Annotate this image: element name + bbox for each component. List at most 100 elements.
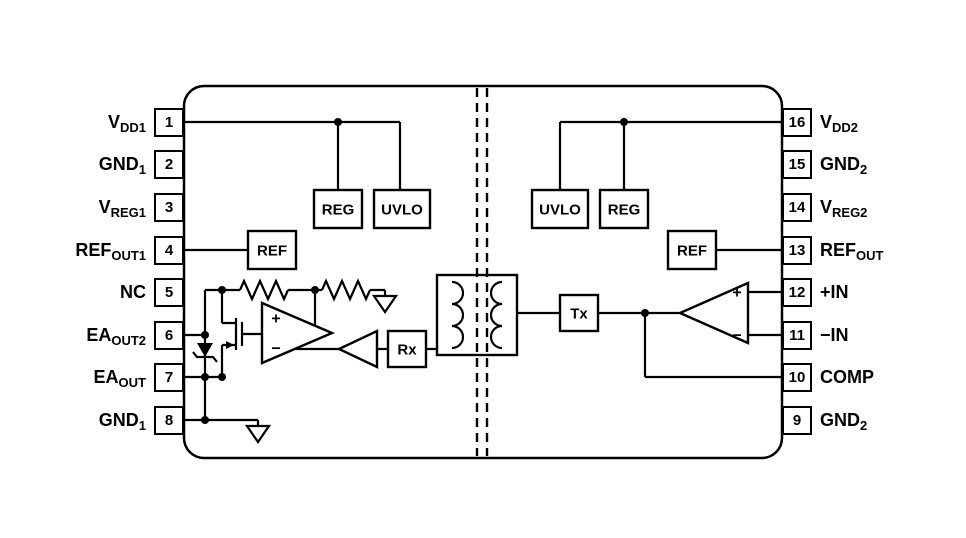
pin-label-refout: REFOUT (820, 237, 883, 269)
label-sub: REG1 (110, 205, 146, 220)
label-base: GND (98, 154, 139, 174)
pin-number: 9 (792, 412, 802, 429)
plus-sign-right: + (732, 285, 741, 302)
feedback-resistors (238, 278, 372, 302)
label-sub: 1 (138, 418, 146, 433)
label-sub: 2 (860, 162, 868, 177)
label-base: −IN (820, 325, 849, 345)
label-base: V (820, 197, 833, 217)
pin-box-4: 4 (154, 236, 184, 265)
ref-left-label: REF (257, 243, 287, 260)
label-sub: DD1 (119, 120, 146, 135)
uvlo-left-label: UVLO (381, 202, 423, 219)
pin-number: 13 (788, 242, 806, 259)
label-base: V (107, 112, 120, 132)
pin-label-gnd2a: GND2 (820, 151, 867, 183)
pin-box-6: 6 (154, 321, 184, 350)
reg-left-block (312, 188, 364, 230)
label-base: NC (120, 282, 146, 302)
pin-label-eaout2: EAOUT2 (86, 322, 146, 354)
pin-box-15: 15 (782, 150, 812, 179)
uvlo-left-block (372, 188, 432, 230)
pin-label-comp: COMP (820, 364, 874, 396)
reg-right-label: REG (608, 202, 641, 219)
label-base: V (98, 197, 111, 217)
transformer (435, 273, 519, 357)
label-base: GND (820, 410, 860, 430)
function-blocks (246, 188, 718, 369)
pin-box-11: 11 (782, 321, 812, 350)
secondary-winding (489, 280, 503, 350)
junction-dots (201, 118, 649, 424)
pin-number: 11 (789, 327, 805, 344)
pin-number: 6 (164, 327, 174, 344)
rx-block (386, 329, 428, 369)
resistor-1 (238, 278, 290, 302)
pin-number: 14 (788, 199, 806, 216)
pin-number: 12 (788, 284, 806, 301)
pin-number: 7 (164, 369, 174, 386)
pin-label-vdd1: VDD1 (108, 109, 146, 141)
pin-number: 15 (788, 156, 806, 173)
pin-label-vreg1: VREG1 (99, 194, 146, 226)
zener-diode (192, 343, 218, 363)
label-sub: 1 (138, 162, 146, 177)
mosfet-wires (220, 290, 262, 377)
label-base: GND (98, 410, 139, 430)
input-amp-right (677, 281, 750, 345)
ref-right-label: REF (677, 243, 707, 260)
tx-block (558, 293, 600, 333)
vdd2-wire (558, 120, 782, 190)
label-sub: OUT1 (111, 248, 146, 263)
mosfet-arrow (226, 341, 234, 349)
pin-box-13: 13 (782, 236, 812, 265)
minus-sign-right: − (732, 328, 741, 345)
uvlo-right-block (530, 188, 590, 230)
uvlo-right-label: UVLO (539, 202, 581, 219)
pin-box-10: 10 (782, 363, 812, 392)
pin-number: 10 (788, 369, 806, 386)
input-wires (748, 290, 782, 337)
pin-label-gnd1a: GND1 (99, 151, 146, 183)
vdd1-wire (184, 120, 402, 190)
label-sub: REG2 (832, 205, 868, 220)
pin-box-9: 9 (782, 406, 812, 435)
pin-label-refout1: REFOUT1 (75, 237, 146, 269)
label-base: +IN (820, 282, 849, 302)
rx-buffer (336, 329, 379, 369)
pin-box-3: 3 (154, 193, 184, 222)
pin-number: 4 (164, 242, 174, 259)
rx-label: Rx (397, 342, 417, 359)
isolation-barrier (475, 88, 489, 456)
ground-icon (244, 424, 272, 444)
resistor-2 (320, 278, 372, 302)
pin-label-nc: NC (120, 279, 146, 311)
label-sub: OUT (856, 248, 884, 263)
amplifiers (260, 281, 750, 369)
label-sub: OUT2 (111, 333, 146, 348)
pin-label-gnd1b: GND1 (99, 407, 146, 439)
pin-number: 3 (164, 199, 174, 216)
label-base: V (820, 112, 833, 132)
plus-sign-left: + (271, 311, 280, 328)
minus-sign-left: − (271, 341, 280, 358)
label-sub: OUT (118, 375, 146, 390)
pin-label-gnd2b: GND2 (820, 407, 867, 439)
pin-box-12: 12 (782, 278, 812, 307)
tx-label: Tx (570, 306, 588, 323)
label-sub: DD2 (832, 120, 859, 135)
reg-left-label: REG (322, 202, 355, 219)
primary-winding (451, 280, 465, 350)
pin-box-5: 5 (154, 278, 184, 307)
comp-wire (643, 313, 782, 379)
label-sub: 2 (860, 418, 868, 433)
pin-box-14: 14 (782, 193, 812, 222)
label-base: REF (820, 240, 856, 260)
pin-box-7: 7 (154, 363, 184, 392)
pin-label-plus-in: +IN (820, 279, 849, 311)
pin-label-vreg2: VREG2 (820, 194, 867, 226)
ground-symbols (244, 294, 399, 444)
pin-number: 8 (164, 412, 174, 429)
ref-right-block (666, 229, 718, 271)
